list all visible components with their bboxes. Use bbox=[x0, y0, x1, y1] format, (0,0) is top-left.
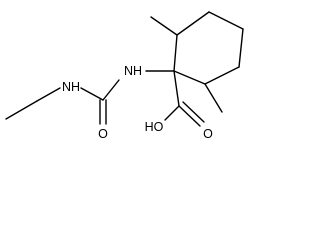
bond-acid-c-o-2 bbox=[182, 101, 205, 123]
bond-ring-6 bbox=[173, 70, 206, 85]
bond-ring-2 bbox=[176, 11, 210, 36]
bond-ring-3 bbox=[208, 11, 244, 30]
bond-ethyl-ch3-ch2 bbox=[5, 100, 38, 120]
bond-ring-4 bbox=[238, 28, 244, 68]
structure-diagram: NH NH O HO O bbox=[5, 11, 244, 141]
bond-urea-c-n bbox=[102, 79, 120, 101]
atom-label-carbonyl-o: O bbox=[98, 127, 108, 141]
bond-ethyl-ch2-n bbox=[36, 87, 61, 102]
atom-label-hydroxyl: HO bbox=[145, 120, 164, 134]
atom-label-acid-o: O bbox=[203, 127, 213, 141]
bond-n-urea-c bbox=[80, 87, 104, 101]
atom-label-nh-center: NH bbox=[124, 64, 142, 78]
bond-methyl-upper bbox=[150, 16, 178, 36]
bond-ring-5 bbox=[204, 66, 240, 85]
bond-acid-c-o-1 bbox=[178, 105, 201, 127]
atom-label-nh-left: NH bbox=[62, 80, 80, 94]
bond-ring-1 bbox=[173, 34, 178, 72]
bond-methyl-lower bbox=[204, 83, 223, 113]
bond-acid-c-oh bbox=[164, 105, 180, 121]
bond-quaternary-c-acid-c bbox=[173, 70, 180, 107]
